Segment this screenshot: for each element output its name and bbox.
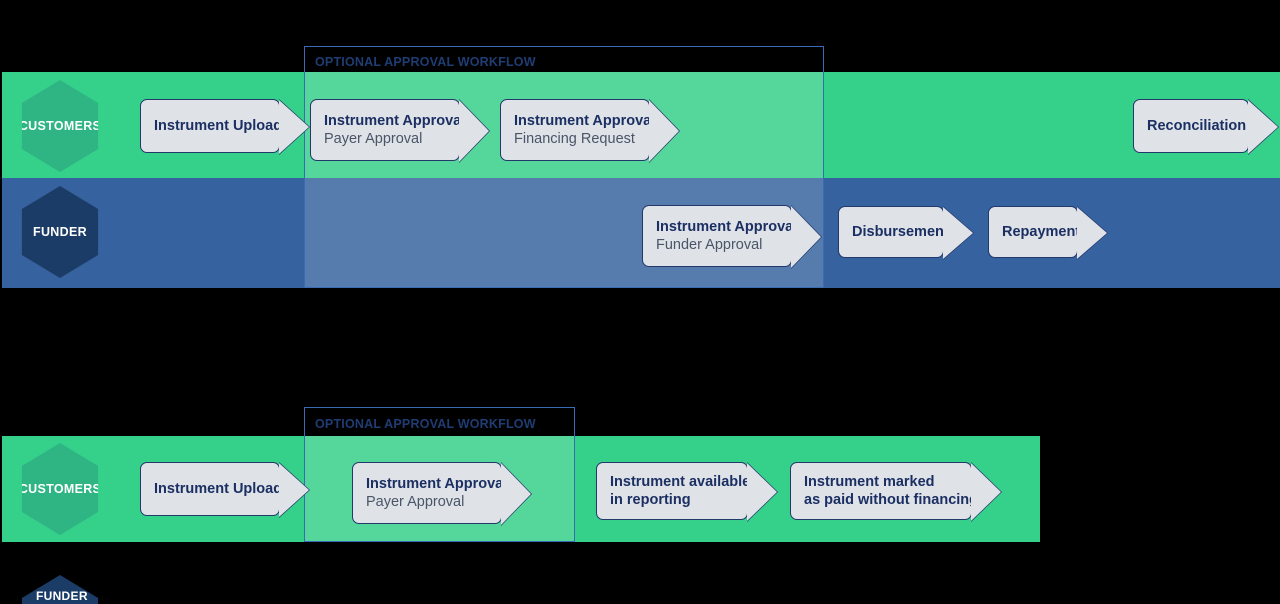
step-title: Instrument Approval: [324, 113, 471, 129]
step-title: Instrument Upload [154, 481, 283, 497]
step-title: Instrument available [610, 474, 751, 490]
step-subtitle: Payer Approval [366, 494, 465, 510]
step-subtitle: in reporting [610, 492, 691, 508]
diagram2-customers-role-label: CUSTOMERS [18, 482, 102, 496]
diagram1-step-financing-request[interactable]: Instrument Approval: Financing Request [500, 98, 680, 163]
diagram1-step-reconciliation[interactable]: Reconciliation [1133, 98, 1279, 155]
diagram2-step-instrument-available-in-reporting[interactable]: Instrument available in reporting [596, 461, 778, 522]
diagram1-step-payer-approval[interactable]: Instrument Approval: Payer Approval [310, 98, 490, 163]
diagram1-step-disbursement[interactable]: Disbursement [838, 205, 974, 260]
step-title: Disbursement [852, 224, 949, 240]
step-subtitle: Funder Approval [656, 237, 763, 253]
diagram2-step-payer-approval[interactable]: Instrument Approval: Payer Approval [352, 461, 532, 526]
diagram2-step-instrument-marked-as-paid[interactable]: Instrument marked as paid without financ… [790, 461, 1002, 522]
diagram1-step-funder-approval[interactable]: Instrument Approval: Funder Approval [642, 204, 822, 269]
diagram1-optional-approval-label: OPTIONAL APPROVAL WORKFLOW [315, 55, 536, 69]
diagram2-funder-role-hexagon: FUNDER [21, 575, 99, 604]
diagram1-step-repayment[interactable]: Repayment [988, 205, 1108, 260]
step-title: Instrument Approval: [656, 219, 803, 235]
step-title: Instrument marked [804, 474, 935, 490]
diagram1-customers-role-label: CUSTOMERS [18, 119, 102, 133]
diagram2-optional-approval-label: OPTIONAL APPROVAL WORKFLOW [315, 417, 536, 431]
diagram1-funder-role-label: FUNDER [33, 225, 87, 239]
step-subtitle: as paid without financing [804, 492, 978, 508]
step-title: Repayment [1002, 224, 1081, 240]
step-subtitle: Financing Request [514, 131, 635, 147]
diagram2-funder-role-label: FUNDER [36, 589, 88, 603]
diagram1-step-instrument-upload[interactable]: Instrument Upload [140, 98, 310, 155]
step-title: Instrument Approval: [514, 113, 661, 129]
step-title: Reconciliation [1147, 118, 1247, 134]
diagram2-customers-role-hexagon: CUSTOMERS [18, 443, 102, 535]
diagram2-step-instrument-upload[interactable]: Instrument Upload [140, 461, 310, 518]
step-subtitle: Payer Approval [324, 131, 423, 147]
step-title: Instrument Approval: [366, 476, 513, 492]
step-title: Instrument Upload [154, 118, 283, 134]
